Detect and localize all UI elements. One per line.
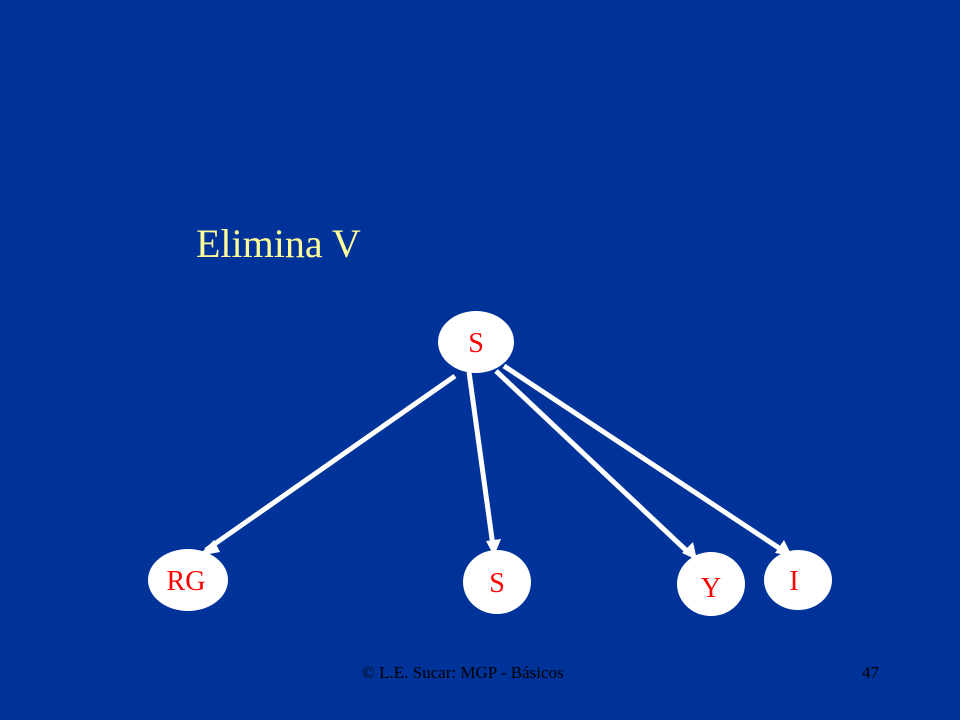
node-s-bottom-label: S — [489, 568, 505, 599]
edge-s-to-y — [494, 369, 692, 556]
arrowhead-y — [682, 542, 697, 560]
footer-credit: © L.E. Sucar: MGP - Básicos — [362, 663, 564, 682]
edges — [204, 363, 787, 556]
edge-s-to-s — [466, 371, 496, 547]
page-number: 47 — [862, 663, 879, 682]
edge-s-to-i — [502, 363, 787, 555]
node-y-label: Y — [701, 573, 721, 604]
node-rg-label: RG — [167, 566, 206, 597]
arrowhead-s — [486, 539, 501, 556]
slide-title: Elimina V — [196, 221, 361, 266]
node-rg: RG — [148, 549, 228, 611]
node-i: I — [764, 550, 832, 610]
node-i-label: I — [789, 566, 798, 597]
node-s-top: S — [438, 311, 514, 373]
node-y: Y — [677, 552, 745, 616]
node-s-top-label: S — [468, 328, 484, 359]
edge-s-to-rg — [204, 373, 457, 553]
node-s-bottom: S — [463, 550, 531, 614]
